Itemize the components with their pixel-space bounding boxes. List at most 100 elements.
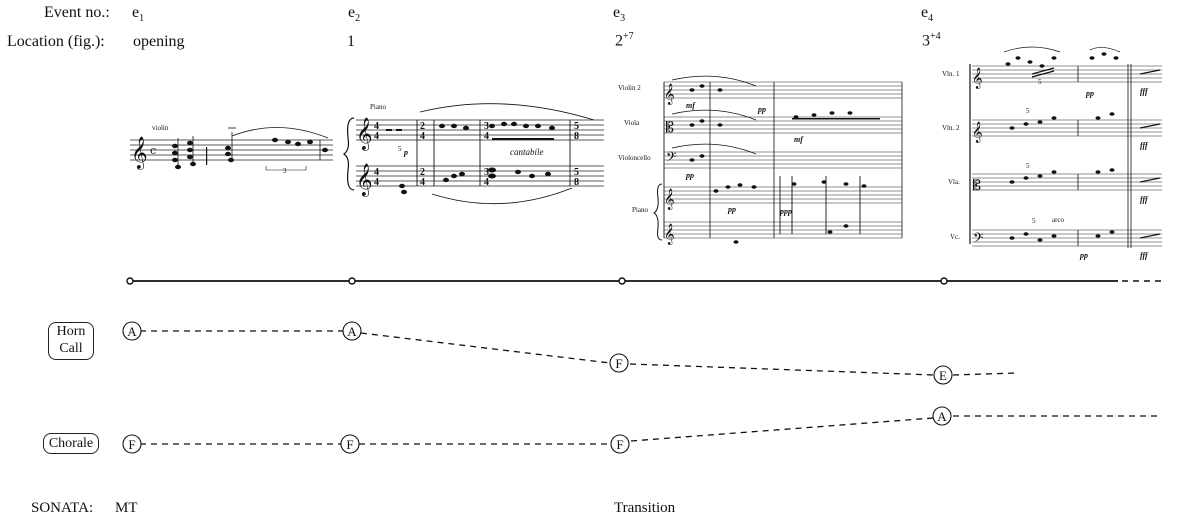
- svg-text:5: 5: [574, 167, 579, 178]
- treble-clef-icon: 𝄞: [972, 122, 983, 143]
- svg-text:4: 4: [484, 131, 489, 142]
- svg-text:4: 4: [420, 177, 425, 188]
- chorale-label: Chorale: [43, 433, 99, 454]
- staff-lines: [972, 65, 1162, 247]
- chorale-note-label: F: [128, 437, 135, 452]
- barlines: [709, 82, 903, 238]
- treble-clef-icon: 𝄞: [664, 189, 675, 210]
- dynamic-fff: fff: [1140, 251, 1149, 260]
- slur: [431, 187, 573, 205]
- dynamic-mf: mf: [794, 135, 804, 144]
- score-e4-instrument-1: Vln. 1: [942, 70, 960, 78]
- horn-note-label: E: [939, 368, 947, 383]
- slur: [419, 103, 595, 121]
- timeline-marker-e1: [126, 277, 134, 285]
- dynamic-pp: pp: [757, 105, 766, 114]
- notes: [1005, 52, 1119, 242]
- score-e3-instrument-4: Piano: [632, 206, 648, 214]
- timeline-marker-e4: [940, 277, 948, 285]
- svg-text:3: 3: [484, 121, 489, 132]
- score-e4-instrument-2: Vln. 2: [942, 124, 960, 132]
- quintuplet-mark: 5: [1026, 107, 1030, 115]
- chorale-note-label: A: [937, 409, 947, 424]
- chorale-line: [140, 415, 1160, 445]
- dynamic-ppp: ppp: [779, 207, 792, 216]
- svg-text:4: 4: [420, 131, 425, 142]
- treble-clef-icon: 𝄞: [664, 224, 675, 245]
- triplet-mark: 3: [283, 167, 287, 175]
- sonata-section-mt: MT: [115, 500, 138, 516]
- svg-text:8: 8: [574, 131, 579, 142]
- score-e4-instrument-3: Vla.: [948, 178, 960, 186]
- location-e1: opening: [133, 33, 185, 50]
- score-e2-instrument: Piano: [370, 103, 386, 111]
- dynamic-fff: fff: [1140, 87, 1149, 96]
- timeline-marker-e2: [348, 277, 356, 285]
- chord-cluster: [172, 127, 328, 170]
- sonata-section-transition: Transition: [614, 500, 676, 516]
- horn-note-label: A: [347, 324, 357, 339]
- score-excerpt-e1: violin 𝄞 c 3: [128, 118, 343, 188]
- event-e1: e1: [132, 4, 145, 25]
- location-label: Location (fig.):: [7, 33, 105, 50]
- treble-clef-icon: 𝄞: [356, 163, 373, 197]
- svg-text:8: 8: [574, 177, 579, 188]
- quintuplet-mark: 5: [1038, 78, 1042, 86]
- svg-text:4: 4: [374, 167, 379, 178]
- score-e3-instrument-2: Viola: [624, 119, 640, 127]
- quintuplet-mark: 5: [398, 145, 402, 153]
- horn-note-label: F: [615, 356, 622, 371]
- event-e4: e4: [921, 4, 934, 25]
- notes: [689, 84, 867, 244]
- dynamic-mf: mf: [686, 101, 696, 110]
- treble-clef-icon: 𝄞: [972, 68, 983, 89]
- bass-clef-icon: 𝄢: [666, 149, 676, 168]
- quintuplet-mark: 5: [1032, 217, 1036, 225]
- chorale-note-label: F: [616, 437, 623, 452]
- dynamic-pp: pp: [727, 205, 736, 214]
- svg-text:2: 2: [420, 121, 425, 132]
- event-number-label: Event no.:: [44, 4, 110, 21]
- dynamic-pp: pp: [1079, 251, 1088, 260]
- treble-clef-icon: 𝄞: [131, 136, 148, 170]
- horn-note-e1: A: [122, 321, 142, 341]
- tremolo-stems: [779, 176, 861, 234]
- staff-lines: [130, 139, 333, 161]
- brace-icon: [653, 183, 663, 241]
- svg-text:4: 4: [484, 177, 489, 188]
- chorale-note-label: F: [346, 437, 353, 452]
- common-time-icon: c: [150, 144, 156, 157]
- sonata-label: SONATA:: [31, 500, 94, 516]
- score-excerpt-e4: Vln. 1 Vln. 2 Vla. Vc. 𝄞 𝄞 𝄡 𝄢 5 5 5 5 a…: [942, 44, 1167, 264]
- chorale-note-e3: F: [610, 434, 630, 454]
- event-e2: e2: [348, 4, 361, 25]
- score-e3-instrument-1: Violin 2: [618, 84, 641, 92]
- horn-call-label: Horn Call: [48, 322, 94, 360]
- score-e4-instrument-4: Vc.: [950, 233, 960, 241]
- brace-icon: [342, 117, 355, 191]
- dynamic-fff: fff: [1140, 195, 1149, 204]
- svg-text:4: 4: [374, 121, 379, 132]
- dynamic-pp: pp: [685, 171, 694, 180]
- horn-call-line: [140, 330, 1017, 376]
- score-excerpt-e3: Violin 2 Viola Violoncello Piano 𝄞 𝄡 𝄢 𝄞…: [616, 72, 906, 254]
- location-e2: 1: [347, 33, 355, 50]
- location-e4: 3+4: [922, 31, 941, 50]
- dynamic-pp: pp: [1085, 89, 1094, 98]
- bass-clef-icon: 𝄢: [973, 230, 983, 249]
- dynamic-fff: fff: [1140, 141, 1149, 150]
- barlines: [1077, 64, 1132, 248]
- chorale-note-e1: F: [122, 434, 142, 454]
- barlines: [416, 120, 571, 186]
- horn-note-label: A: [127, 324, 137, 339]
- svg-text:3: 3: [484, 167, 489, 178]
- horn-note-e3: F: [609, 353, 629, 373]
- treble-clef-icon: 𝄞: [356, 117, 373, 151]
- alto-clef-icon: 𝄡: [973, 178, 981, 194]
- expression-marking: cantabile: [510, 147, 544, 157]
- svg-text:4: 4: [374, 131, 379, 142]
- slur: [231, 127, 329, 139]
